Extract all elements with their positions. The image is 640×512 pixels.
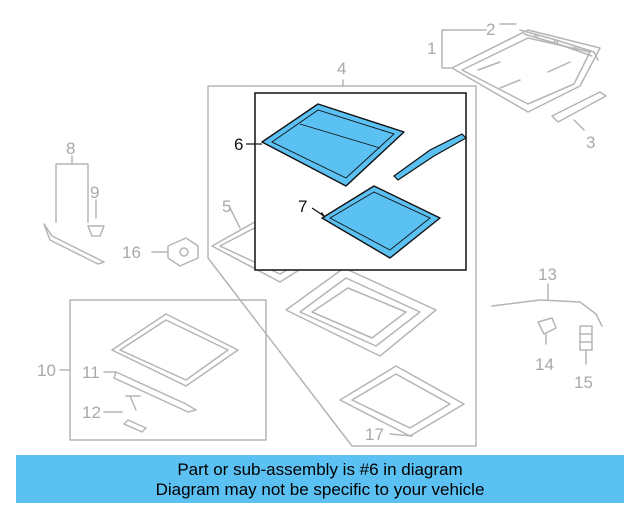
part-7-rear-panel <box>321 185 441 259</box>
callout-11: 11 <box>82 363 100 382</box>
part-16-bracket <box>151 237 199 267</box>
part-sunroof-frame <box>285 267 437 357</box>
callout-16: 16 <box>122 243 141 262</box>
highlight-box <box>246 92 467 271</box>
part-17-rail <box>339 365 465 437</box>
part-6-glass-panel <box>261 103 405 187</box>
part-9-clip <box>87 199 105 237</box>
part-2-seal-strip <box>519 29 599 61</box>
callout-3: 3 <box>586 133 595 152</box>
callout-2: 2 <box>486 20 495 39</box>
callout-10: 10 <box>37 361 56 380</box>
part-13-drain-hose <box>491 283 603 327</box>
diagram-caption-banner: Part or sub-assembly is #6 in diagram Di… <box>16 455 624 503</box>
callout-15: 15 <box>574 373 593 392</box>
leader-7-arrow <box>320 212 326 218</box>
callout-5: 5 <box>222 197 231 216</box>
callout-13: 13 <box>538 265 557 284</box>
part-11-handle <box>103 371 197 413</box>
callout-6: 6 <box>234 135 243 154</box>
leader-1-2-3 <box>441 23 585 131</box>
callout-9: 9 <box>90 183 99 202</box>
callout-1: 1 <box>427 39 436 58</box>
part-14-clip <box>537 317 557 345</box>
part-3-deflector-strip <box>551 91 607 123</box>
caption-line-part-number: Part or sub-assembly is #6 in diagram <box>177 460 463 479</box>
callout-12: 12 <box>82 403 101 422</box>
caption-line-disclaimer: Diagram may not be specific to your vehi… <box>155 480 485 499</box>
callout-17: 17 <box>365 425 384 444</box>
part-4-assembly-outline <box>207 79 477 447</box>
part-15-grommet <box>579 325 593 365</box>
callout-4: 4 <box>337 59 346 78</box>
part-8-side-rail <box>43 155 105 265</box>
part-12-screw <box>103 395 147 433</box>
callout-8: 8 <box>66 139 75 158</box>
callout-14: 14 <box>535 355 554 374</box>
part-1-glass-panel <box>451 29 601 113</box>
part-10-sunshade-box <box>59 299 267 441</box>
callout-7: 7 <box>298 197 307 216</box>
part-deflector-trim <box>393 133 467 181</box>
